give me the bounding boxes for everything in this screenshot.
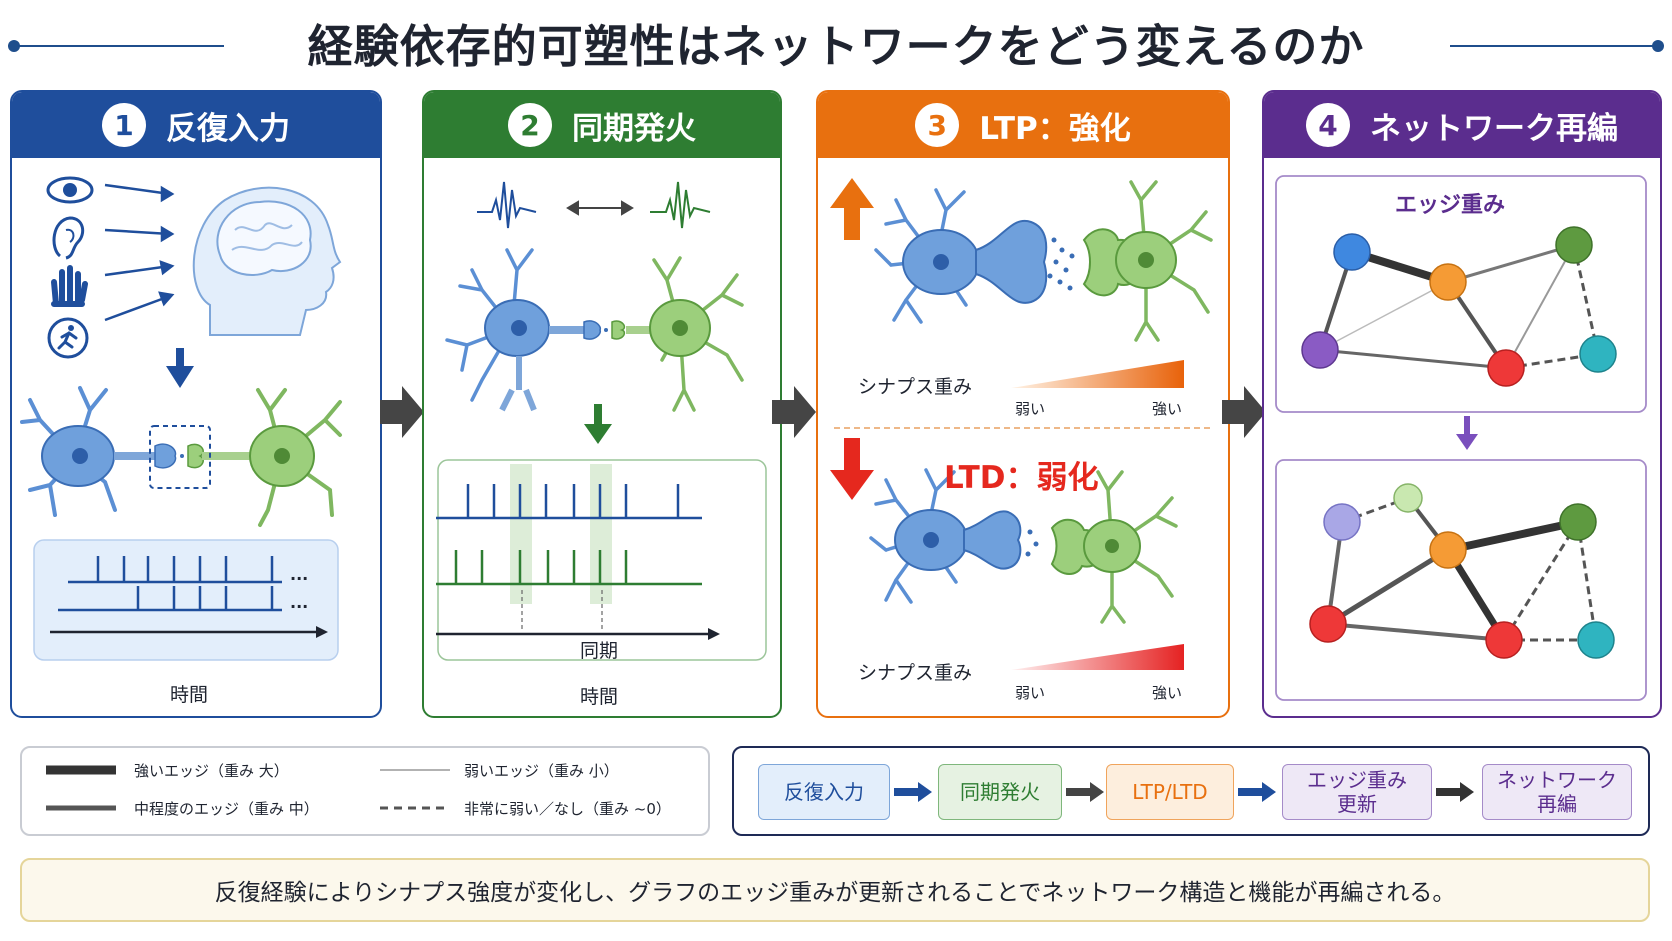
legend-none: 非常に弱い／なし（重み ~0） (464, 800, 671, 818)
ltp-strong-label: 強い (1152, 400, 1183, 418)
panel-1-art: ··· ··· (20, 176, 342, 661)
flow-step-1: 反復入力 (758, 764, 890, 820)
panel-3-art (830, 178, 1213, 670)
eye-icon (46, 176, 94, 204)
summary-text: 反復経験によりシナプス強度が変化し、グラフのエッジ重みが更新されることでネットワ… (214, 880, 1456, 906)
up-arrow-icon (830, 178, 874, 240)
flow-step-2: 同期発火 (938, 764, 1062, 820)
neuron-icon (20, 386, 342, 527)
graph-before (1301, 226, 1617, 387)
svg-text:···: ··· (290, 569, 308, 588)
panel-4-number: 4 (1306, 103, 1350, 147)
running-person-icon (47, 317, 89, 359)
panel-4-header: 4 ネットワーク再編 (1264, 92, 1660, 158)
ltd-title: LTD：弱化 (944, 460, 1099, 496)
panel-2-title: 同期発火 (572, 110, 696, 147)
panel-1-number: 1 (102, 103, 146, 147)
title-right-dot (1652, 40, 1664, 52)
arrow-2-3 (772, 386, 816, 438)
page-title: 経験依存的可塑性はネットワークをどう変えるのか (307, 19, 1365, 73)
graph-after (1309, 483, 1615, 659)
panel-1-header: 1 反復入力 (12, 92, 380, 158)
panel-2-sync-label: 同期 (580, 640, 619, 662)
panel-3-title: LTP：強化 (979, 110, 1131, 147)
down-arrow-icon (166, 348, 194, 388)
svg-text:···: ··· (290, 597, 308, 616)
panel-3-number: 3 (915, 103, 960, 147)
ltd-weight-label: シナプス重み (858, 662, 973, 684)
ltd-weak-label: 弱い (1015, 684, 1046, 702)
flow-step-3: LTP/LTD (1106, 764, 1234, 820)
ltp-weight-label: シナプス重み (858, 376, 973, 398)
brain-head-icon (192, 186, 342, 336)
down-arrow-icon-ltd (830, 438, 874, 500)
panel-2-time-label: 時間 (580, 686, 619, 708)
legend-medium: 中程度のエッジ（重み 中） (134, 800, 319, 818)
edge-legend: 強いエッジ（重み 大） 中程度のエッジ（重み 中） 弱いエッジ（重み 小） 非常… (20, 746, 710, 836)
panel-1-title: 反復入力 (166, 110, 290, 147)
panel-1-time-label: 時間 (170, 684, 209, 706)
legend-weak: 弱いエッジ（重み 小） (464, 762, 619, 780)
ltd-strong-label: 強い (1152, 684, 1183, 702)
hand-icon (51, 265, 88, 307)
panel-4-art (1275, 175, 1647, 701)
flow-step-4: エッジ重み 更新 (1282, 764, 1432, 820)
arrow-1-2 (380, 386, 424, 438)
arrow-3-4 (1222, 386, 1266, 438)
legend-strong: 強いエッジ（重み 大） (134, 762, 289, 780)
ear-icon (52, 216, 85, 260)
ltp-weak-label: 弱い (1015, 400, 1046, 418)
title-left-line (14, 45, 224, 47)
title-wrap: 経験依存的可塑性はネットワークをどう変えるのか (0, 6, 1672, 78)
panel-4-title: ネットワーク再編 (1370, 110, 1618, 147)
flow-step-5: ネットワーク 再編 (1482, 764, 1632, 820)
panel-2-number: 2 (508, 103, 552, 147)
title-right-line (1450, 45, 1660, 47)
panel-2-art (436, 181, 767, 661)
panel-ltp-ltd: 3 LTP：強化 (816, 90, 1230, 718)
summary-banner: 反復経験によりシナプス強度が変化し、グラフのエッジ重みが更新されることでネットワ… (20, 858, 1650, 922)
panel-3-header: 3 LTP：強化 (818, 92, 1228, 158)
process-flow: 反復入力 同期発火 LTP/LTD エッジ重み 更新 ネットワーク 再編 (732, 746, 1650, 836)
panel-2-header: 2 同期発火 (424, 92, 780, 158)
edge-weight-label: エッジ重み (1395, 193, 1506, 218)
